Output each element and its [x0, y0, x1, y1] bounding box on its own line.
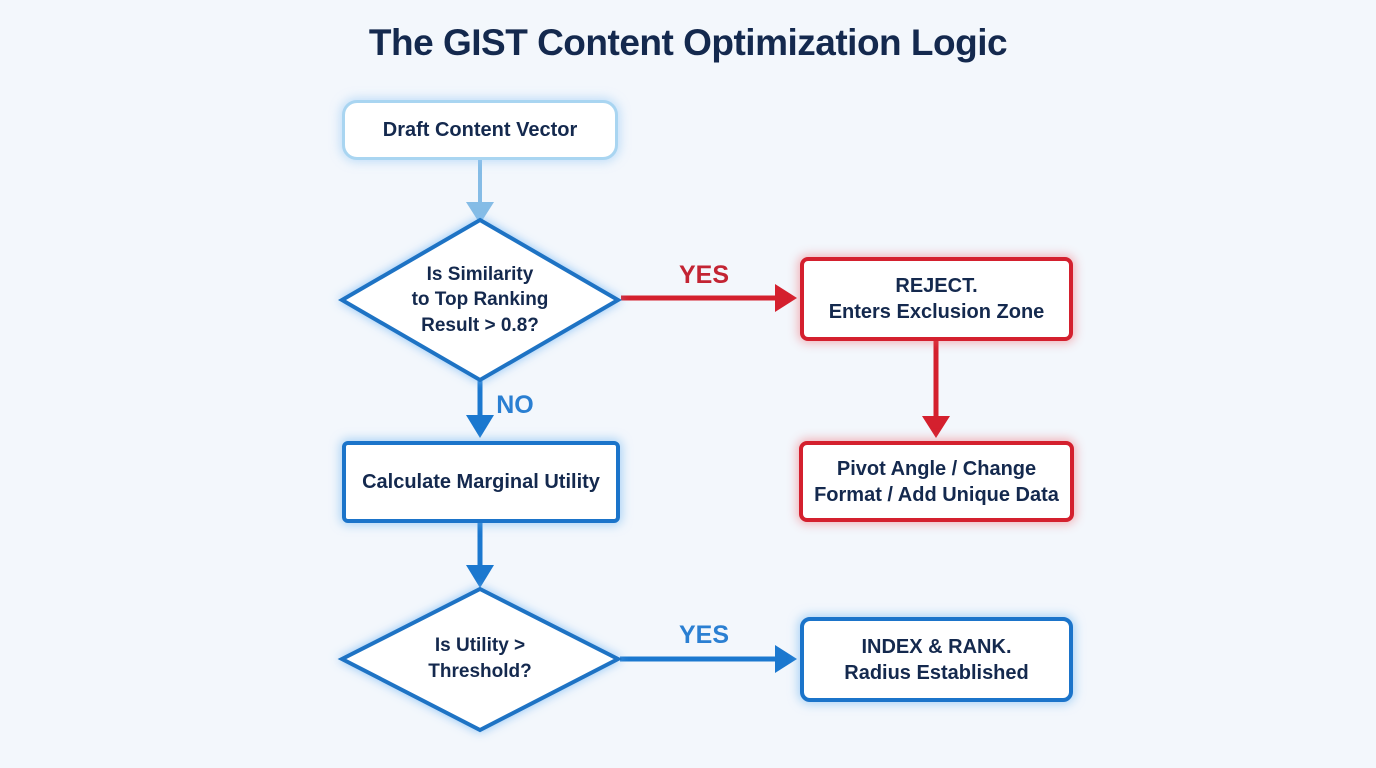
decision1-line1: Is Similarity	[426, 263, 534, 285]
decision2-line2: Threshold?	[428, 661, 532, 682]
node-label: Draft Content Vector	[382, 119, 578, 141]
node-label-line1: Pivot Angle / Change	[836, 457, 1037, 480]
node-index-rank: INDEX & RANK. Radius Established	[800, 617, 1073, 702]
node-pivot-angle: Pivot Angle / Change Format / Add Unique…	[799, 441, 1074, 522]
node-label-line1: INDEX & RANK.	[861, 635, 1012, 658]
decision1-label: Is Similarity to Top Ranking Result > 0.…	[360, 240, 600, 360]
edge-label-yes-bottom: YES	[678, 621, 730, 649]
node-label-line2: Enters Exclusion Zone	[828, 301, 1045, 323]
node-draft-content-vector: Draft Content Vector	[342, 100, 618, 160]
decision2-line1: Is Utility >	[434, 635, 526, 657]
arrowhead-decision1-no	[466, 415, 494, 438]
decision1-diamond	[338, 217, 622, 383]
decision2-label: Is Utility > Threshold?	[360, 614, 600, 704]
arrowhead-decision1-yes	[775, 284, 797, 312]
arrowhead-calculate-to-decision2	[466, 565, 494, 588]
node-label-line2: Radius Established	[844, 661, 1029, 684]
arrowhead-decision2-yes	[775, 645, 797, 673]
edge-label-yes-top: YES	[678, 261, 730, 289]
decision1-line2: to Top Ranking	[411, 289, 549, 311]
node-label: Calculate Marginal Utility	[362, 471, 600, 493]
diagram-title: The GIST Content Optimization Logic	[368, 22, 1008, 63]
node-label-line2: Format / Add Unique Data	[814, 483, 1059, 506]
node-calculate-marginal-utility: Calculate Marginal Utility	[342, 441, 620, 523]
node-reject: REJECT. Enters Exclusion Zone	[800, 257, 1073, 341]
node-label-line1: REJECT.	[895, 275, 978, 297]
arrowhead-start-to-decision1	[466, 202, 494, 224]
edge-label-no: NO	[496, 391, 534, 419]
arrowhead-reject-to-pivot	[922, 416, 950, 438]
decision2-diamond	[337, 586, 623, 733]
decision1-line3: Result > 0.8?	[421, 314, 539, 336]
